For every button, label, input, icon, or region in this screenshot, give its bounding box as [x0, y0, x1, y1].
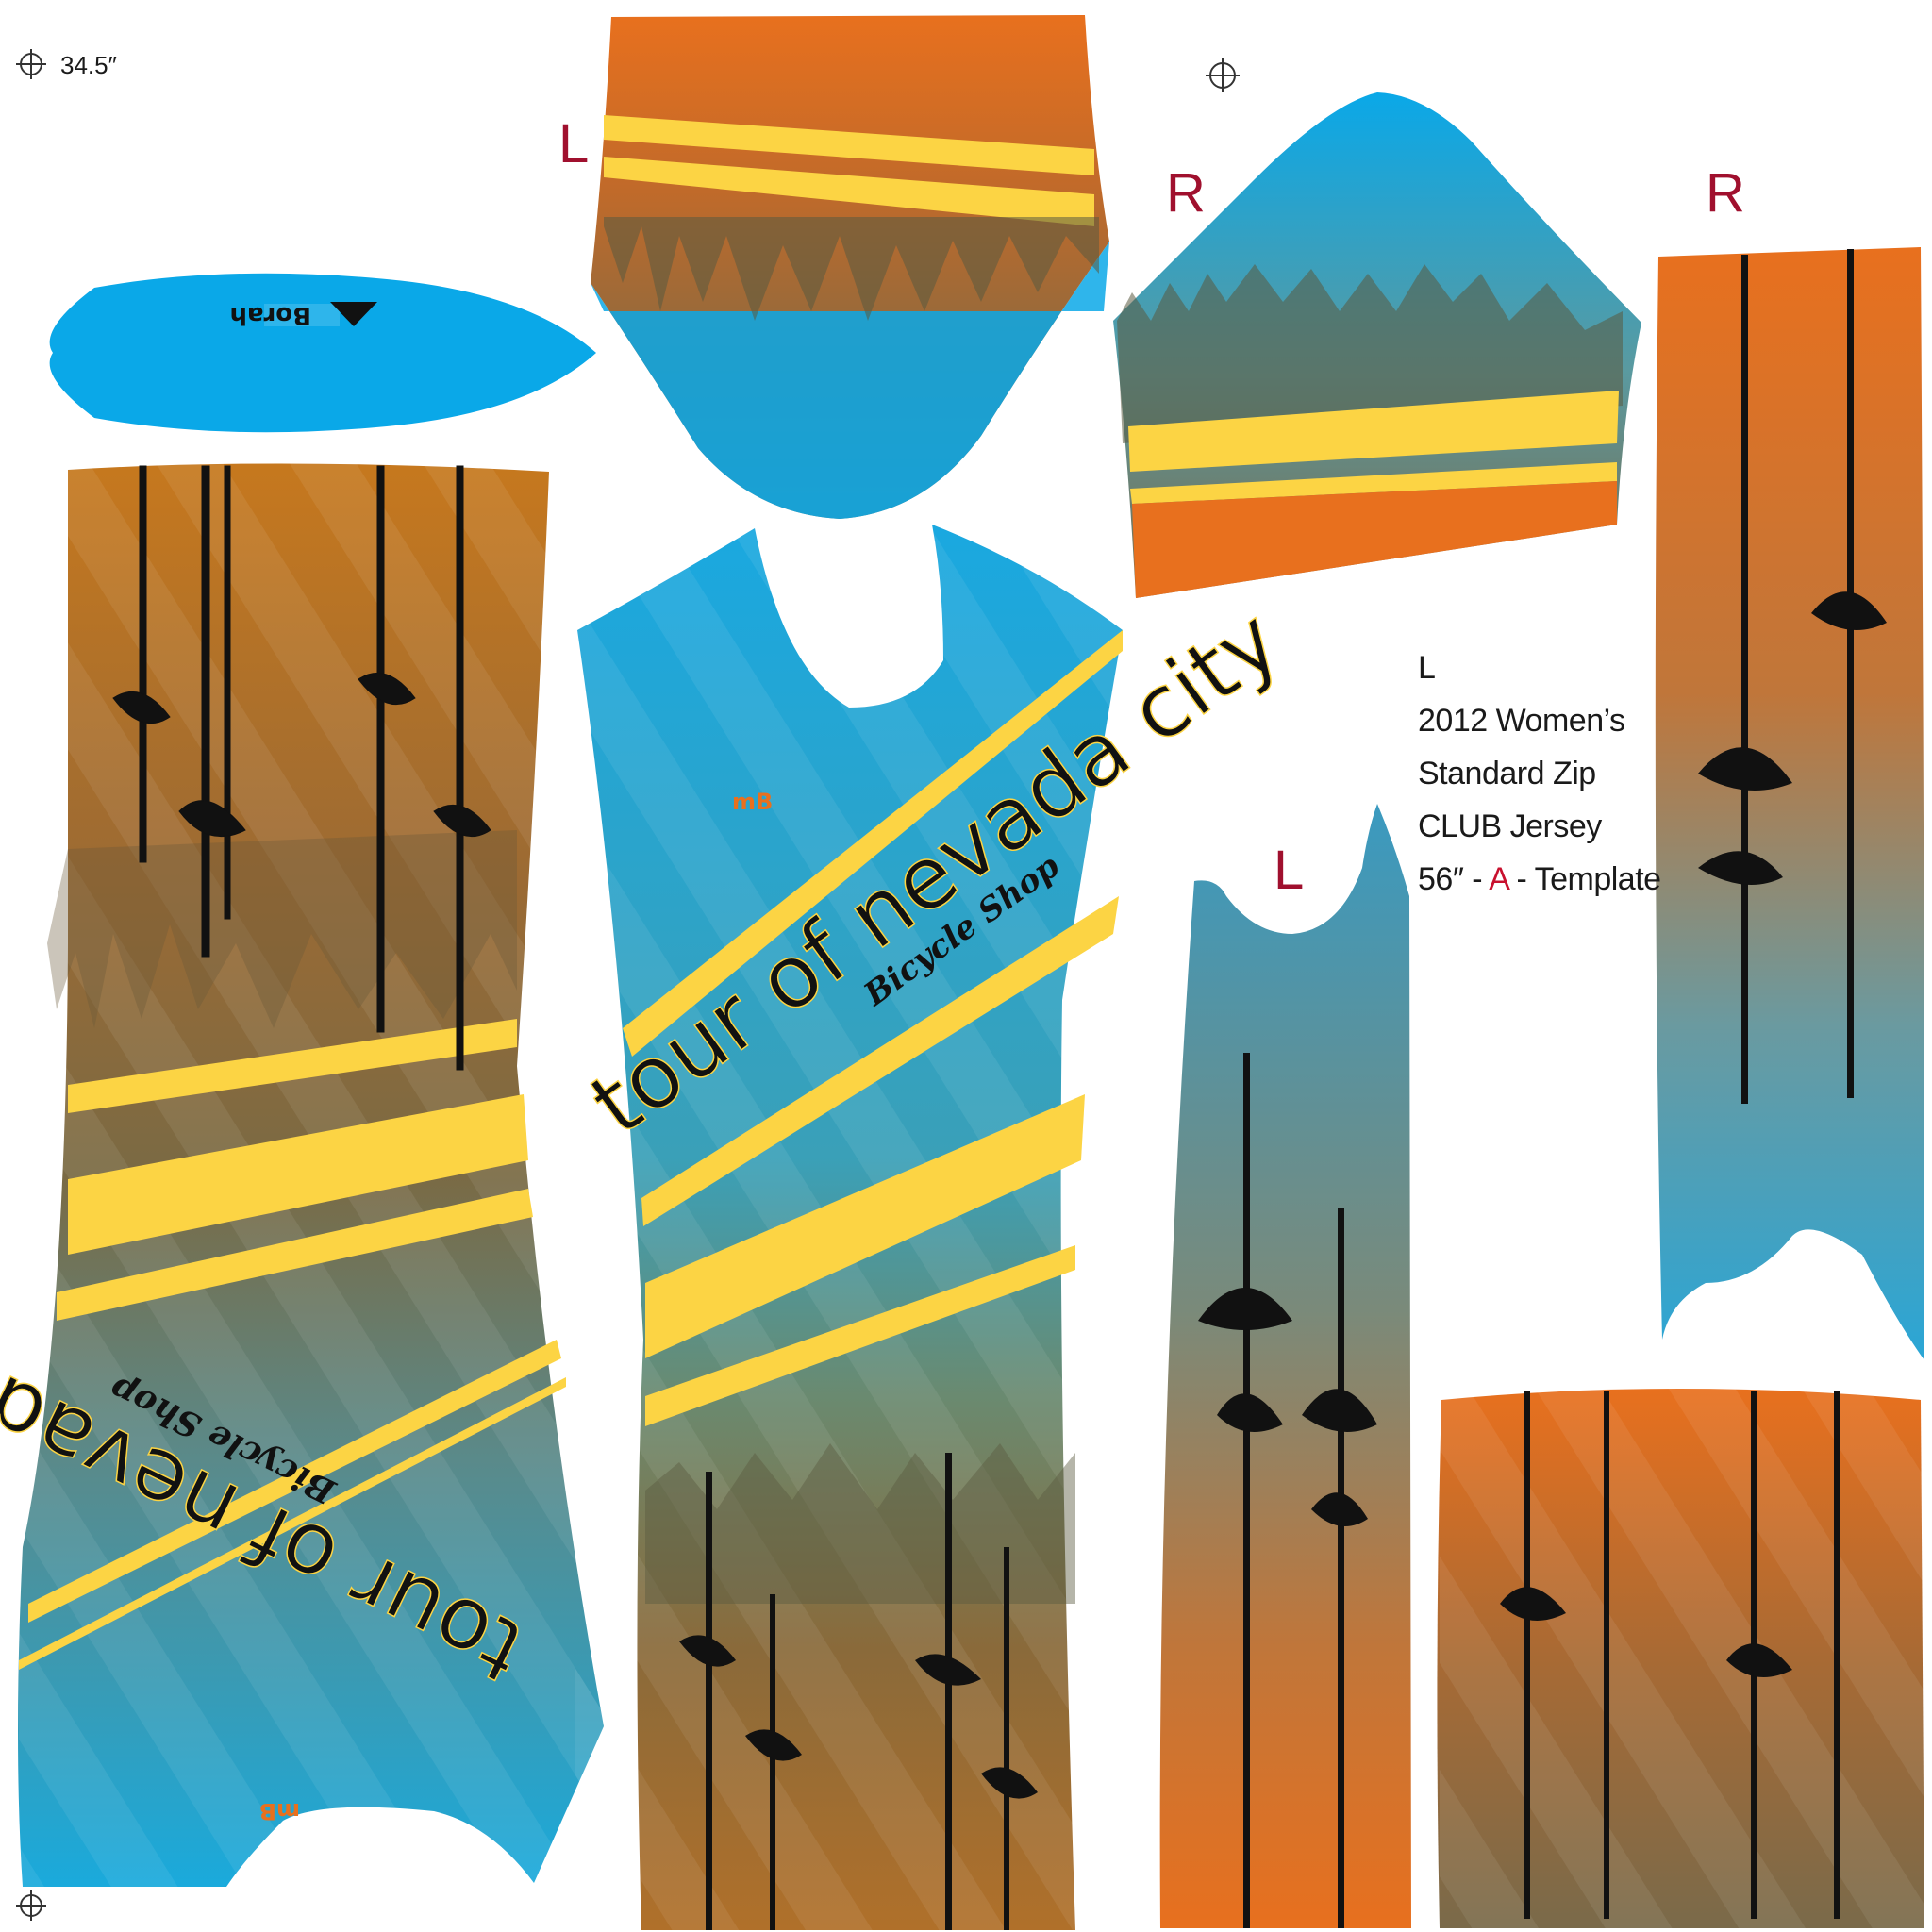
treeline-silhouette	[1117, 264, 1623, 443]
template-info-line3: Standard Zip	[1418, 756, 1596, 791]
piece-label-side-right: R	[1706, 162, 1745, 224]
measurement-label: 34.5″	[60, 51, 117, 79]
tree-silhouettes	[1698, 249, 1887, 1104]
template-info-block: L 2012 Women’s Standard Zip CLUB Jersey …	[1418, 641, 1661, 906]
sleeve-bottom-piece	[1437, 1377, 1924, 1928]
registration-mark-top-right	[1206, 58, 1240, 92]
sleeve-right-piece	[1113, 92, 1641, 598]
side-panel-right-piece	[1655, 247, 1924, 1360]
collar-brand-text: Borah	[229, 301, 311, 329]
template-suffix: - Template	[1507, 861, 1661, 897]
piece-label-side-left: L	[1274, 840, 1305, 901]
template-info-line5: 56″ - A - Template	[1418, 853, 1661, 906]
treeline-silhouette	[604, 217, 1099, 321]
sleeve-left-piece	[591, 15, 1109, 519]
template-info-line4: CLUB Jersey	[1418, 808, 1602, 844]
side-panel-left-piece	[1159, 804, 1411, 1928]
tree-silhouettes	[1198, 1053, 1377, 1928]
template-variant: A	[1489, 861, 1508, 897]
back-brand-mark: mB	[259, 1798, 300, 1824]
registration-mark-bottom-left	[16, 1890, 46, 1921]
registration-mark-top-left	[16, 49, 46, 79]
template-info-line2: 2012 Women’s	[1418, 703, 1625, 739]
piece-label-sleeve-right: R	[1166, 162, 1206, 224]
collar-piece: Borah	[49, 273, 596, 433]
piece-label-collar-top: L	[558, 113, 590, 175]
tree-silhouettes	[679, 1453, 1038, 1930]
template-size: 56″ -	[1418, 861, 1490, 897]
tree-silhouettes	[112, 465, 491, 1071]
front-brand-mark: mB	[732, 789, 773, 815]
back-body-piece: tour of nevada city Bicycle Shop mB	[0, 462, 604, 1887]
collar-brand-label: Borah	[229, 301, 377, 329]
template-info-line1: L	[1418, 650, 1436, 686]
tree-silhouettes	[1500, 1391, 1840, 1919]
